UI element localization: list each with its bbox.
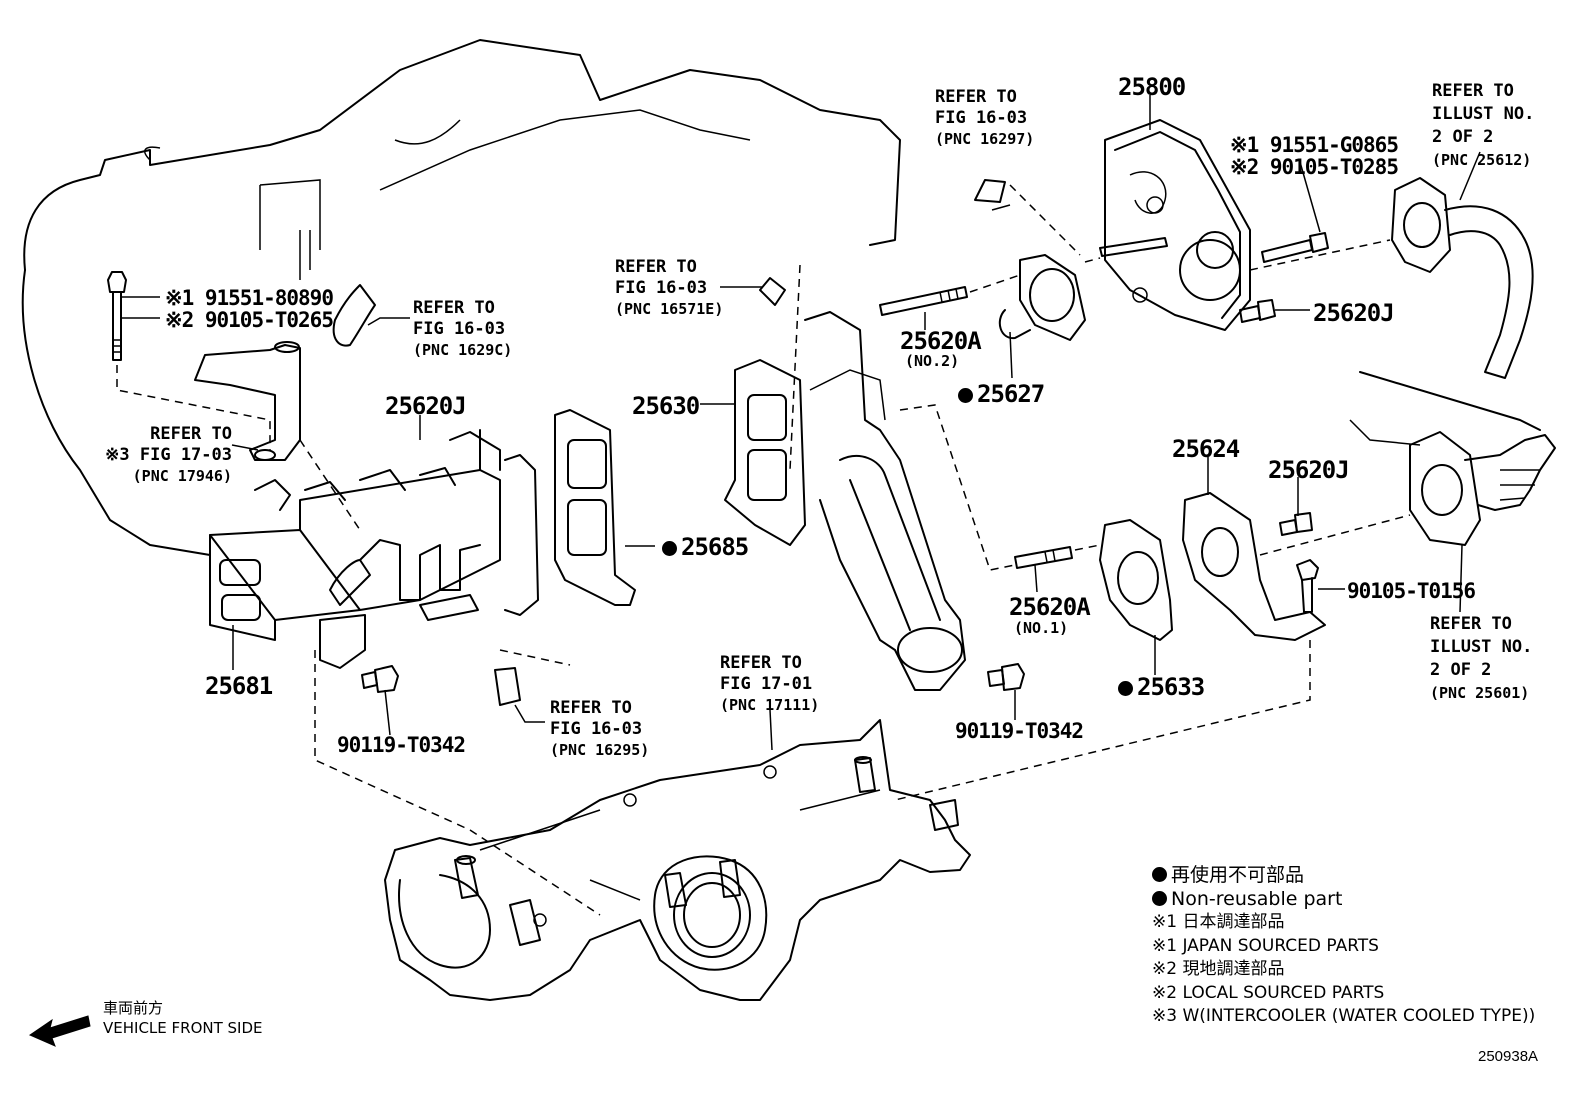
- part-label-90119-t0342-right: 90119-T0342: [955, 719, 1084, 743]
- part-label-25620j-left: 25620J: [385, 392, 467, 420]
- legend-local-sourced-jp: ※2 現地調達部品: [1152, 959, 1285, 979]
- pipe-top-right-shape: [1391, 177, 1534, 379]
- refer-to-fig-16-03-pnc-16297: REFER TO FIG 16-03 (PNC 16297): [935, 87, 1035, 148]
- part-label-25627: 25627: [958, 380, 1045, 408]
- vehicle-front-label: 車両前方 VEHICLE FRONT SIDE: [103, 999, 263, 1037]
- part-label-90105-t0156: 90105-T0156: [1347, 579, 1476, 603]
- part-label-25620a-no1: 25620A: [1009, 593, 1091, 621]
- bolt-25620j-top-shape: [1239, 299, 1276, 323]
- part-label-no2: (NO.2): [905, 352, 960, 370]
- part-label-90119-t0342-left: 90119-T0342: [337, 733, 466, 757]
- refer-to-fig-16-03-pnc-16295: REFER TO FIG 16-03 (PNC 16295): [550, 698, 650, 759]
- bolt-topright-label: ※1 91551-G0865 ※2 90105-T0285: [1230, 133, 1399, 179]
- bolt-90119-left-shape: [361, 665, 399, 693]
- refer-to-fig-17-03-pnc-17946: REFER TO ※3 FIG 17-03 (PNC 17946): [105, 424, 232, 485]
- legend-local-sourced-en: ※2 LOCAL SOURCED PARTS: [1152, 982, 1385, 1003]
- vehicle-front-arrow-icon: [28, 1015, 91, 1047]
- gasket-25627-shape: [998, 254, 1086, 341]
- drawing-code: 250938A: [1478, 1048, 1539, 1065]
- stud-25620a-no1-shape: [1014, 546, 1073, 569]
- part-label-25681: 25681: [205, 672, 273, 700]
- stud-25620a-no2-shape: [879, 286, 968, 316]
- legend-non-reusable-jp: 再使用不可部品: [1152, 864, 1535, 888]
- legend-non-reusable-en: Non-reusable part: [1152, 888, 1535, 912]
- egr-valve-25800-shape: [1099, 119, 1251, 331]
- part-label-no1: (NO.1): [1014, 619, 1069, 637]
- gasket-25685-shape: [554, 409, 636, 606]
- egr-cooler-shape: [209, 429, 539, 669]
- bolt-topleft-label: ※1 91551-80890 ※2 90105-T0265: [165, 286, 334, 332]
- legend: 再使用不可部品 Non-reusable part ※1 日本調達部品 ※1 J…: [1152, 864, 1535, 1029]
- part-label-25630: 25630: [632, 392, 700, 420]
- legend-japan-sourced-jp: ※1 日本調達部品: [1152, 912, 1285, 932]
- part-label-25620j-top: 25620J: [1313, 299, 1395, 327]
- bolt-90119-right-shape: [987, 663, 1025, 691]
- engine-block-outline: [21, 39, 901, 556]
- bracket-shape: [194, 341, 301, 461]
- refer-to-fig-16-03-pnc-1629c: REFER TO FIG 16-03 (PNC 1629C): [413, 298, 513, 359]
- leader-lines: [122, 95, 1481, 751]
- egr-valve-body-shape: [724, 311, 966, 691]
- refer-to-illust-pnc-25612: REFER TO ILLUST NO. 2 OF 2 (PNC 25612): [1432, 81, 1535, 169]
- legend-intercooler-note: ※3 W(INTERCOOLER (WATER COOLED TYPE)): [1152, 1006, 1536, 1026]
- bolt-25620j-lower-shape: [1279, 512, 1313, 536]
- refer-to-fig-17-01-pnc-17111: REFER TO FIG 17-01 (PNC 17111): [720, 653, 820, 714]
- pipe-bottom-right-shape: [1349, 419, 1556, 546]
- part-label-25620j-right: 25620J: [1268, 456, 1350, 484]
- legend-japan-sourced-en: ※1 JAPAN SOURCED PARTS: [1152, 935, 1379, 956]
- part-label-25624: 25624: [1172, 435, 1240, 463]
- part-label-25800: 25800: [1118, 73, 1186, 101]
- bolt-90105-t0156-shape: [1296, 559, 1319, 613]
- bolt-topleft-shape: [107, 271, 127, 361]
- gasket-25633-shape: [1099, 519, 1173, 641]
- part-label-25685: 25685: [662, 533, 749, 561]
- part-label-25633: 25633: [1118, 673, 1205, 701]
- plate-25624-shape: [1182, 492, 1326, 641]
- intake-manifold-shape: [384, 719, 971, 1001]
- bolt-topright-shape: [1261, 232, 1329, 263]
- refer-to-illust-pnc-25601: REFER TO ILLUST NO. 2 OF 2 (PNC 25601): [1430, 614, 1533, 702]
- refer-to-fig-16-03-pnc-16571e: REFER TO FIG 16-03 (PNC 16571E): [615, 257, 724, 318]
- part-label-25620a-no2: 25620A: [900, 327, 982, 355]
